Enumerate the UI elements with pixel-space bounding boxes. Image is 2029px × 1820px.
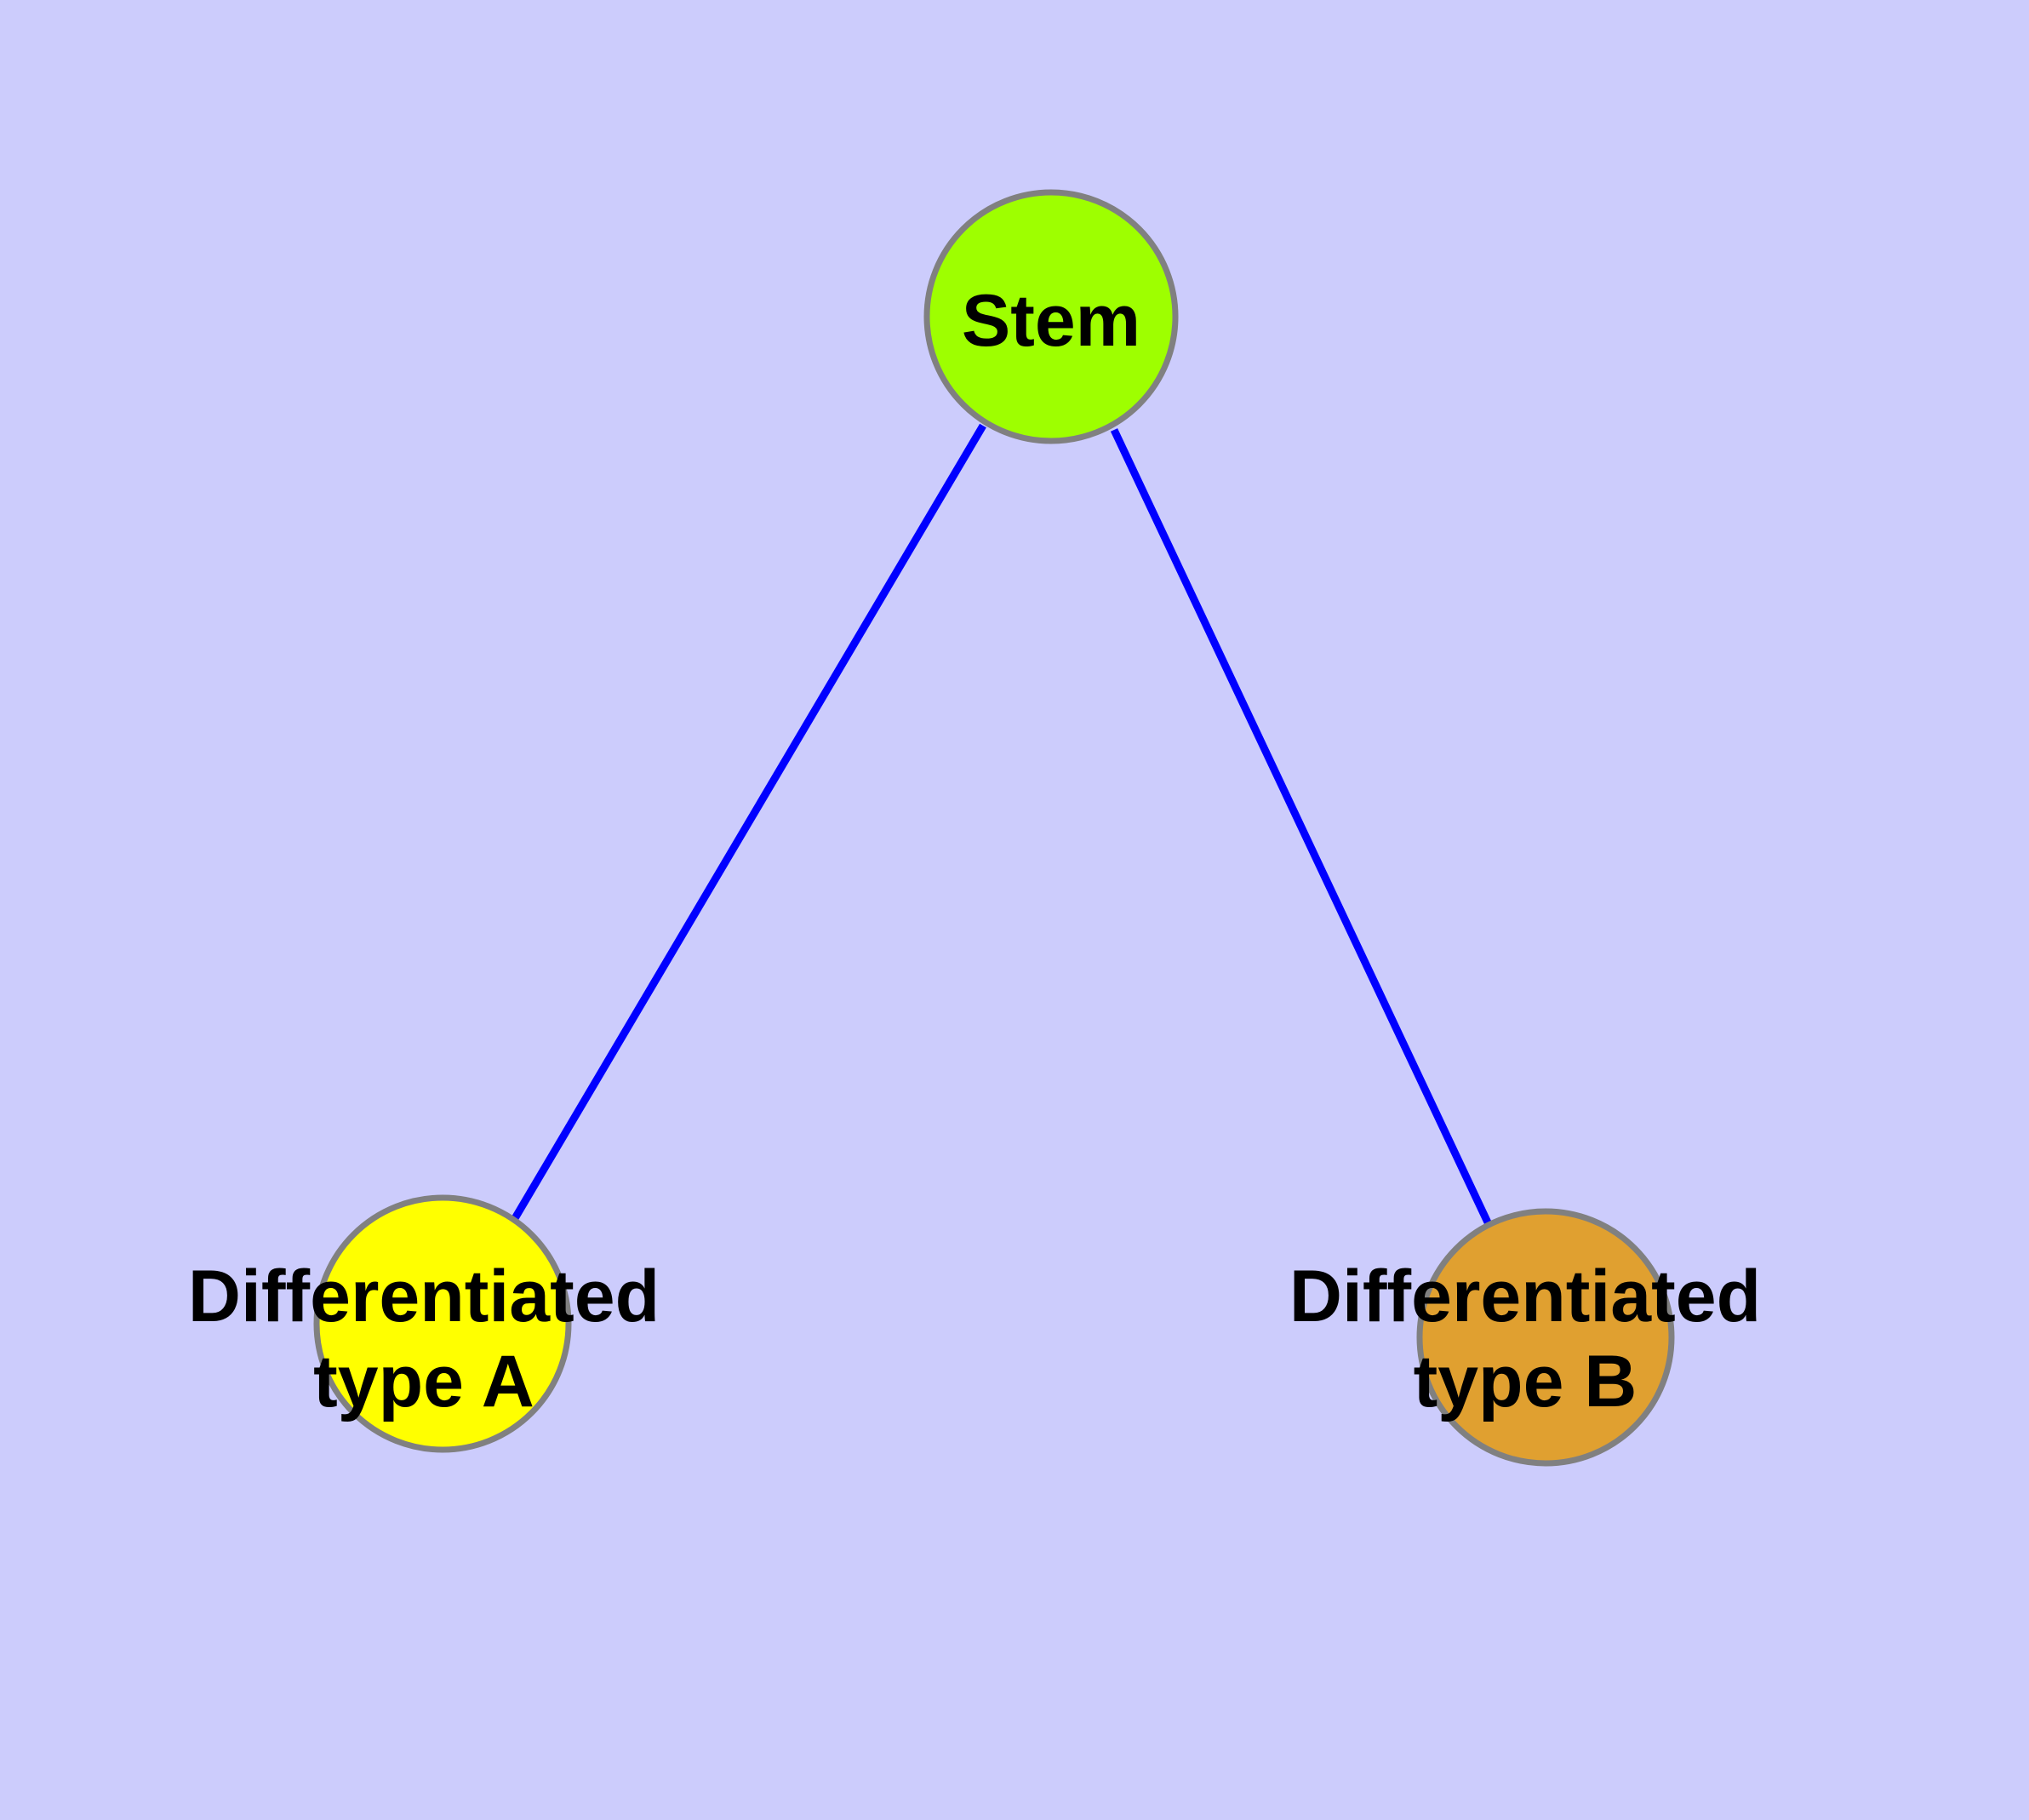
node-stem-circle[interactable] bbox=[923, 189, 1179, 444]
node-label-line: Differentiated bbox=[188, 1256, 660, 1337]
node-label-line: type A bbox=[313, 1341, 534, 1422]
node-label-line: Differentiated bbox=[1289, 1256, 1761, 1337]
edge-stem-to-differentiated-type-a[interactable] bbox=[508, 423, 986, 1227]
node-differentiated-type-a-circle[interactable] bbox=[313, 1194, 572, 1453]
edge-stem-to-differentiated-type-b[interactable] bbox=[1110, 428, 1492, 1224]
node-differentiated-type-b-circle[interactable] bbox=[1416, 1208, 1675, 1467]
node-differentiated-type-b[interactable] bbox=[1416, 1208, 1675, 1467]
node-label-line: type B bbox=[1414, 1341, 1637, 1422]
node-layer bbox=[313, 189, 1675, 1467]
node-differentiated-type-a[interactable] bbox=[313, 1194, 572, 1453]
node-stem[interactable] bbox=[923, 189, 1179, 444]
node-label-line: Stem bbox=[962, 280, 1140, 362]
edge-layer bbox=[508, 423, 1492, 1227]
node-stem-label: Stem bbox=[962, 280, 1140, 362]
